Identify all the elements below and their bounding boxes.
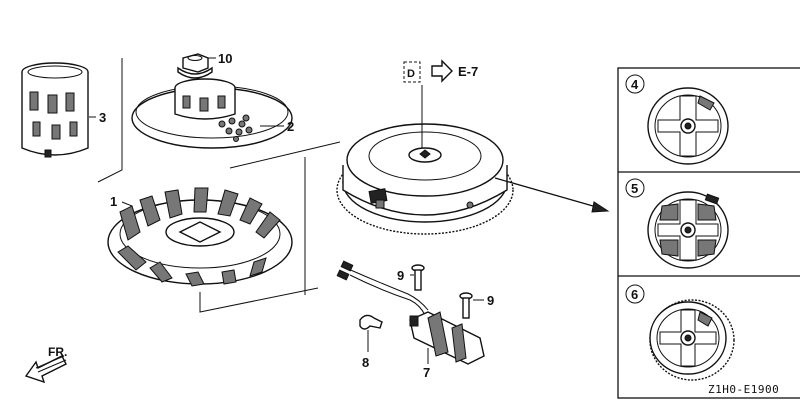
variant-5: 5 [625, 178, 729, 269]
callout-8: 8 [362, 355, 369, 370]
variant-number: 4 [631, 77, 639, 92]
diagram-code: Z1H0-E1900 [708, 383, 779, 396]
variant-panel [617, 67, 800, 399]
bolt-lower-part [459, 292, 473, 319]
starter-pulley-part [131, 78, 293, 149]
front-direction-arrow-icon [24, 355, 67, 384]
ignition-coil-part [336, 260, 485, 365]
callout-9-upper: 9 [397, 268, 404, 283]
callout-3: 3 [99, 110, 106, 125]
reference-label: E-7 [458, 64, 478, 79]
variant-pointer-arrow-icon [591, 201, 610, 213]
callout-1: 1 [110, 194, 117, 209]
callout-9-lower: 9 [487, 293, 494, 308]
variant-number: 5 [631, 181, 638, 196]
callout-7: 7 [423, 365, 430, 380]
variant-6: 6 [625, 284, 735, 381]
cooling-fan-part [107, 187, 293, 287]
reference-box [403, 61, 421, 83]
reference-arrow-icon [431, 59, 453, 83]
bolt-upper-part [411, 264, 425, 291]
callout-2: 2 [287, 119, 294, 134]
variant-number: 6 [631, 287, 638, 302]
variant-4: 4 [625, 74, 729, 165]
flange-nut-part [177, 53, 213, 79]
cooling-cup-part [21, 62, 89, 158]
flywheel-part [336, 123, 514, 235]
front-direction-label: FR. [48, 345, 67, 359]
cable-clamp-part [359, 314, 383, 330]
callout-10: 10 [218, 51, 232, 66]
reference-symbol: D [407, 68, 415, 80]
